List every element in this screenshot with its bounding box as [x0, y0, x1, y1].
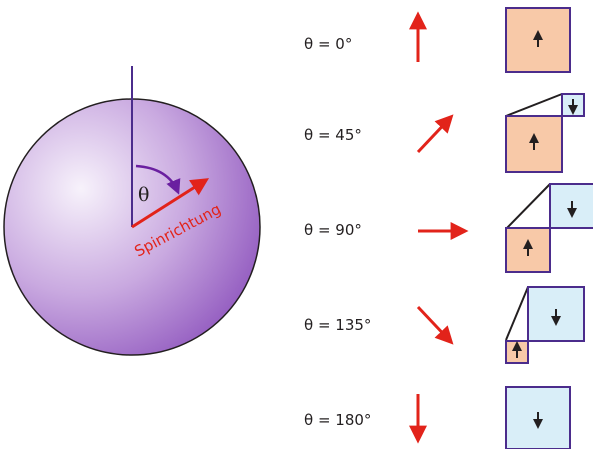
- connector-line-45: [506, 94, 562, 116]
- angle-label-135: θ = 135°: [304, 316, 371, 334]
- direction-arrows: [418, 15, 465, 440]
- angle-label-90: θ = 90°: [304, 221, 362, 239]
- connector-line-135: [506, 287, 528, 340]
- angle-label-45: θ = 45°: [304, 126, 362, 144]
- angle-labels: θ = 0° θ = 45° θ = 90° θ = 135° θ = 180°: [304, 35, 371, 429]
- connector-line-90: [506, 184, 550, 229]
- theta-symbol: θ: [138, 184, 149, 206]
- direction-arrow-45: [418, 117, 451, 152]
- angle-label-180: θ = 180°: [304, 411, 371, 429]
- direction-arrow-135: [418, 307, 451, 342]
- probability-boxes: [506, 8, 593, 449]
- angle-label-0: θ = 0°: [304, 35, 352, 53]
- sphere-group: θ Spinrichtung: [4, 66, 260, 355]
